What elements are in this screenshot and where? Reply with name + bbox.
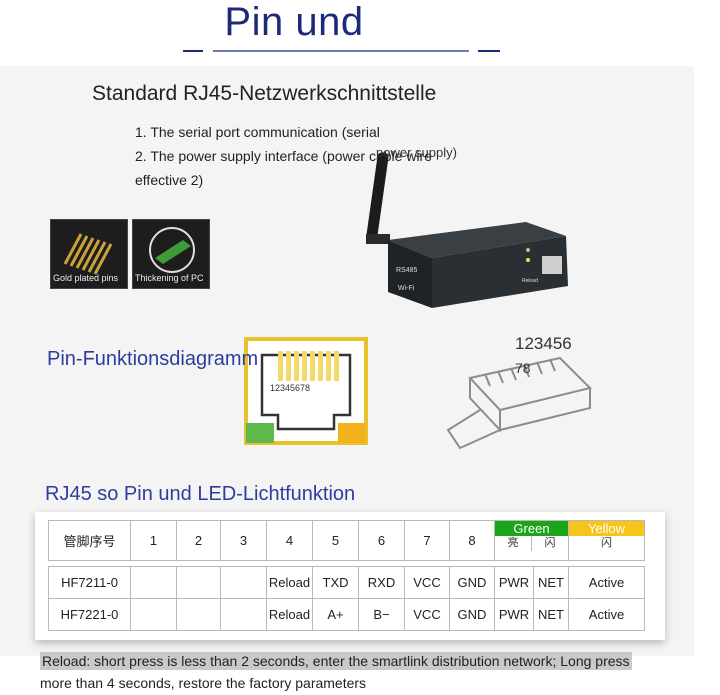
pin-cell: RXD [358, 566, 405, 599]
pin-header: 7 [404, 520, 450, 561]
pin-cell: A+ [312, 598, 359, 631]
pin-header: 2 [176, 520, 221, 561]
pcb-icon [149, 227, 195, 273]
rj45-port-diagram: 12345678 [244, 337, 368, 445]
plug-pin-numbers: 123456 [515, 334, 572, 353]
led-cell: NET [533, 566, 569, 599]
feature-list: 1. The serial port communication (serial… [135, 120, 432, 192]
model-cell: HF7211-0 [48, 566, 131, 599]
pin-header: 3 [220, 520, 267, 561]
led-cell: Active [568, 598, 645, 631]
yellow-led-blink-label: 闪 [601, 537, 612, 549]
pin-header: 5 [312, 520, 359, 561]
gold-pins-photo: Gold plated pins [50, 219, 128, 289]
pin-function-title: Pin-Funktionsdiagramm [47, 348, 259, 370]
green-led-blink-label: 闪 [544, 537, 556, 549]
pin-cell: VCC [404, 598, 450, 631]
table-row: HF7211-0 Reload TXD RXD VCC GND PWR NET … [48, 566, 645, 599]
pin-cell [130, 566, 177, 599]
yellow-led-label: Yellow [569, 521, 644, 536]
led-cell: PWR [494, 598, 534, 631]
table-row: HF7221-0 Reload A+ B− VCC GND PWR NET Ac… [48, 598, 645, 631]
pin-cell: VCC [404, 566, 450, 599]
pin-cell: Reload [266, 598, 313, 631]
pin-cell: GND [449, 566, 495, 599]
model-cell: HF7221-0 [48, 598, 131, 631]
title-underline [213, 50, 469, 52]
connector-pin-numbers: 12345678 [270, 383, 310, 393]
device-model-label: RS485 [396, 267, 418, 274]
pin-number-header: 管脚序号 [48, 520, 131, 561]
pin-header: 4 [266, 520, 313, 561]
pin-cell: TXD [312, 566, 359, 599]
pin-cell [176, 598, 221, 631]
device-wifi-label: Wi-Fi [398, 285, 415, 292]
pin-table: 管脚序号 1 2 3 4 5 6 7 8 Green 亮 闪 Yellow 闪 … [48, 520, 645, 631]
green-led-label: Green [495, 521, 568, 536]
feature-item: 1. The serial port communication (serial [135, 124, 380, 140]
title-underline [478, 50, 500, 52]
pin-cell [220, 566, 267, 599]
device-image: RS485 Wi-Fi Reload [366, 152, 568, 308]
pin-cell [176, 566, 221, 599]
pin-header: 1 [130, 520, 177, 561]
pin-cell [220, 598, 267, 631]
title-underline [183, 50, 203, 52]
interface-subtitle: Standard RJ45-Netzwerkschnittstelle [92, 82, 437, 105]
led-function-title: RJ45 so Pin und LED-Lichtfunktion [45, 483, 356, 505]
led-cell: PWR [494, 566, 534, 599]
pcb-photo: Thickening of PC [132, 219, 210, 289]
thumb-caption: Gold plated pins [53, 273, 119, 283]
reload-note-line: more than 4 seconds, restore the factory… [40, 675, 367, 691]
overlay-caption: power supply) [376, 145, 457, 160]
yellow-led-header: Yellow 闪 [568, 520, 645, 561]
device-reload-label: Reload [522, 278, 538, 284]
rj45-plug-diagram [446, 356, 592, 450]
pin-cell: Reload [266, 566, 313, 599]
page-title: Pin und [224, 0, 364, 44]
reload-note: Reload: short press is less than 2 secon… [40, 650, 720, 694]
reload-note-line: Reload: short press is less than 2 secon… [40, 652, 632, 670]
led-cell: NET [533, 598, 569, 631]
pin-cell: GND [449, 598, 495, 631]
green-led-on-label: 亮 [495, 536, 532, 551]
green-led-header: Green 亮 闪 [494, 520, 569, 561]
feature-item: effective 2) [135, 172, 204, 188]
pin-cell: B− [358, 598, 405, 631]
pin-cell [130, 598, 177, 631]
pin-header: 8 [449, 520, 495, 561]
table-header-row: 管脚序号 1 2 3 4 5 6 7 8 Green 亮 闪 Yellow 闪 [48, 520, 645, 561]
plug-pin-numbers: 78 [515, 360, 531, 376]
thumb-caption: Thickening of PC [135, 273, 204, 283]
feature-item: 2. The power supply interface (power cab… [135, 148, 433, 164]
gold-pins-icon [63, 233, 113, 275]
pin-header: 6 [358, 520, 405, 561]
led-cell: Active [568, 566, 645, 599]
